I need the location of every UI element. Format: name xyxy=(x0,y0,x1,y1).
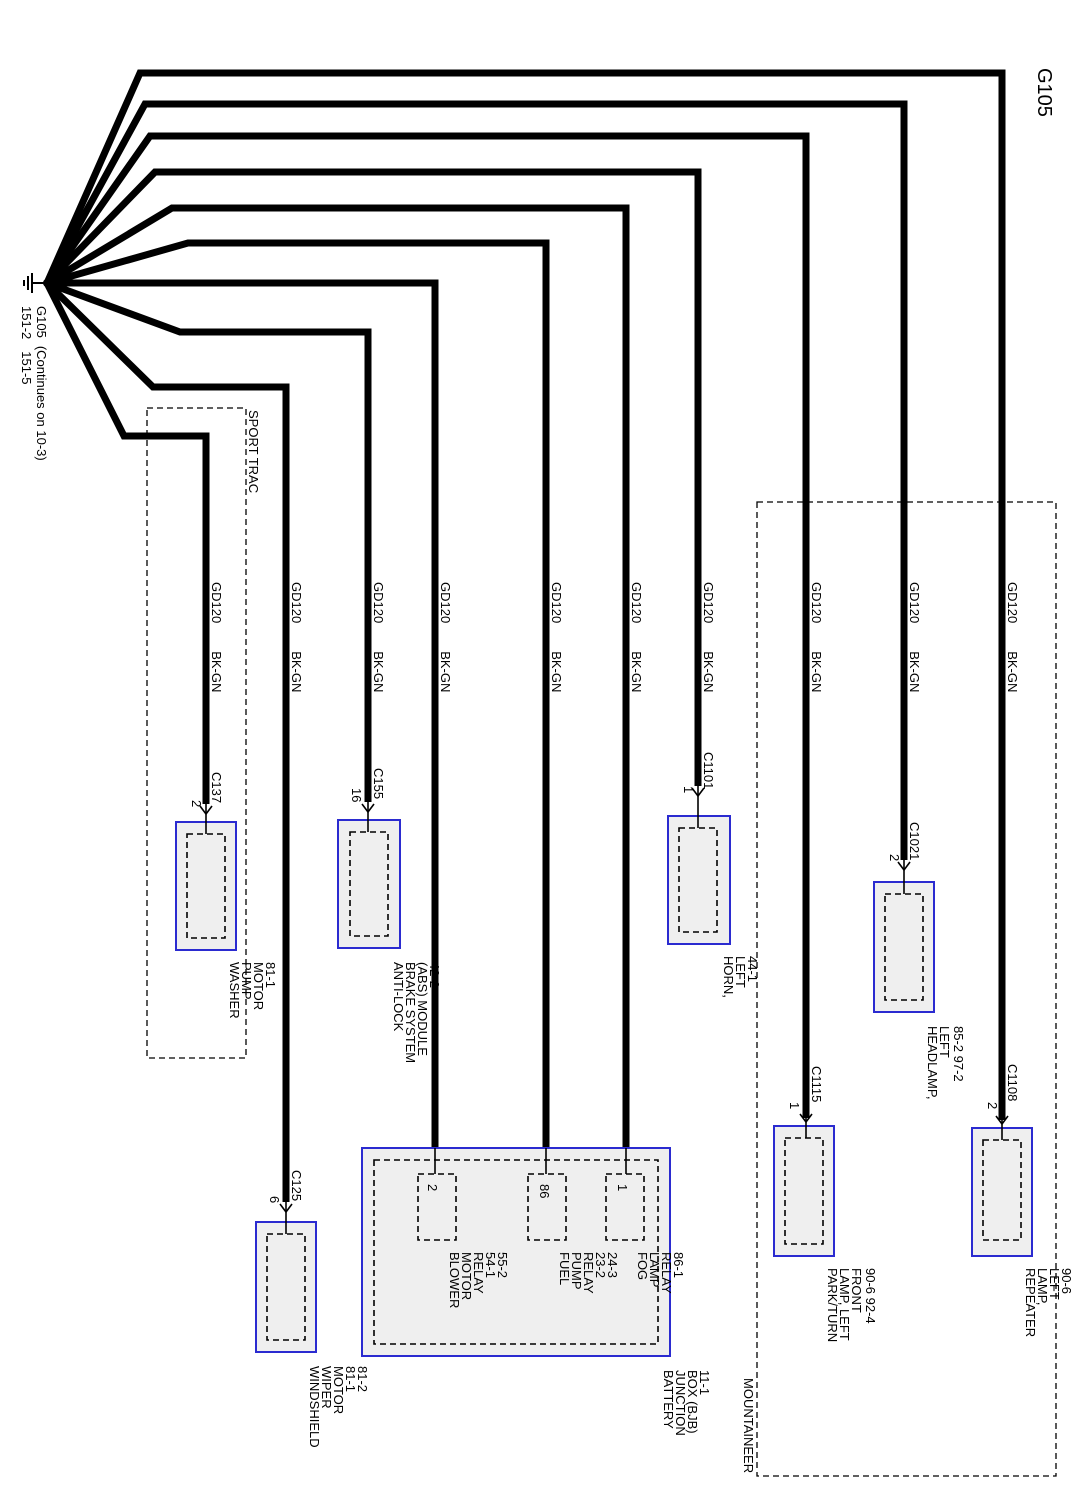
page-title: G105 xyxy=(1033,68,1055,117)
component-label: WASHER PUMP MOTOR 81-1 xyxy=(227,962,278,1022)
bjb-label: BATTERY JUNCTION BOX (BJB) 11-1 xyxy=(661,1370,712,1439)
region-sport-trac xyxy=(146,407,247,1059)
wire-label-washer: GD120BK-GN xyxy=(209,582,224,692)
pin-label: 6 xyxy=(267,1196,282,1203)
ground-note: (Continues on 10-3) xyxy=(34,346,49,461)
pin-label: 2 xyxy=(189,800,204,807)
pin-label: 2 xyxy=(887,854,902,861)
ground-ref-2: 151-5 xyxy=(19,351,34,384)
pin-label: 16 xyxy=(349,788,364,802)
wire-fuel xyxy=(46,239,550,1148)
wire-labels: GD120BK-GN GD120BK-GN GD120BK-GN GD120BK… xyxy=(209,582,1020,692)
wire-label-headlamp: GD120BK-GN xyxy=(907,582,922,692)
relay-label: FOG LAMP RELAY 86-1 xyxy=(635,1252,686,1297)
component-label: REPEATER LAMP, LEFT 90-6 xyxy=(1023,1268,1074,1341)
connector-label: C125 xyxy=(289,1170,304,1201)
wire-abs xyxy=(45,279,372,802)
wire-label-fog: GD120BK-GN xyxy=(629,582,644,692)
component-inner xyxy=(884,893,924,1001)
relay-fog-lamp: 1 FOG LAMP RELAY 86-1 xyxy=(605,1148,686,1297)
connector-arrow xyxy=(199,805,213,816)
connector-arrow xyxy=(691,787,705,798)
wire-parkturn xyxy=(44,132,810,1118)
relay-fuel-pump: 86 FUEL PUMP RELAY 23-2 24-3 xyxy=(527,1148,620,1297)
component-inner xyxy=(678,827,718,933)
component-washer-pump-motor: C137 2 WASHER PUMP MOTOR 81-1 xyxy=(175,772,278,1022)
component-label: HORN, LEFT 44-1 xyxy=(721,956,760,1002)
wire-label-parkturn: GD120BK-GN xyxy=(809,582,824,692)
connector-label: C1108 xyxy=(1005,1064,1020,1101)
relay-label: BLOWER MOTOR RELAY 54-1 55-2 xyxy=(447,1252,510,1312)
wire-label-abs: GD120BK-GN xyxy=(371,582,386,692)
relay-inner xyxy=(527,1173,567,1241)
component-label: PARK/TURN LAMP, LEFT FRONT 90-6 92-4 xyxy=(825,1268,878,1346)
relay-inner xyxy=(417,1173,457,1241)
pin-label: 1 xyxy=(681,786,696,793)
ground-symbol xyxy=(23,273,51,293)
component-windshield-wiper-motor: C125 6 WINDSHIELD WIPER MOTOR 81-1 81-2 xyxy=(255,1170,370,1451)
ground-ref-1: 151-2 xyxy=(19,306,34,339)
pin-label: 2 xyxy=(985,1102,1000,1109)
component-repeater-lamp: C1108 2 REPEATER LAMP, LEFT 90-6 xyxy=(971,1064,1074,1341)
component-inner xyxy=(186,833,226,939)
component-inner xyxy=(982,1139,1022,1241)
region-mountaineer xyxy=(756,501,1057,1477)
wire-fog xyxy=(45,204,630,1148)
ground-refs: 151-2 151-5 xyxy=(19,306,34,385)
component-inner xyxy=(784,1137,824,1245)
connector-arrow xyxy=(279,1203,293,1214)
wire-label-blower: GD120BK-GN xyxy=(438,582,453,692)
region-label-mountaineer: MOUNTAINEER xyxy=(741,1378,756,1473)
relay-inner xyxy=(605,1173,645,1241)
component-horn: C1101 1 HORN, LEFT 44-1 xyxy=(667,752,760,1002)
component-abs-module: C155 16 ANTI-LOCK BRAKE SYSTEM (ABS) MOD… xyxy=(337,768,442,1067)
component-label: ANTI-LOCK BRAKE SYSTEM (ABS) MODULE 42-2 xyxy=(391,962,442,1067)
wires xyxy=(43,69,1006,1202)
wire-blower xyxy=(47,279,439,1148)
connector-arrow xyxy=(799,1113,813,1124)
connector-label: C1101 xyxy=(701,752,716,789)
wire-label-repeater: GD120BK-GN xyxy=(1005,582,1020,692)
component-label: HEADLAMP, LEFT 85-2 97-2 xyxy=(925,1026,966,1103)
pin-label: 1 xyxy=(615,1184,630,1191)
relay-blower-motor: 2 BLOWER MOTOR RELAY 54-1 55-2 xyxy=(417,1148,510,1312)
wire-repeater xyxy=(43,69,1006,1120)
wire-horn xyxy=(44,168,702,786)
component-inner xyxy=(349,831,389,937)
component-headlamp: C1021 2 HEADLAMP, LEFT 85-2 97-2 xyxy=(873,822,966,1103)
component-label: WINDSHIELD WIPER MOTOR 81-1 81-2 xyxy=(307,1366,370,1451)
wire-washer xyxy=(43,281,210,804)
region-label-sport-trac: SPORT TRAC xyxy=(246,410,261,493)
connector-label: C155 xyxy=(371,768,386,799)
wire-label-fuel: GD120BK-GN xyxy=(549,582,564,692)
relay-label: FUEL PUMP RELAY 23-2 24-3 xyxy=(557,1252,620,1297)
ground-label: G105 (Continues on 10-3) xyxy=(34,306,49,461)
connector-label: C1021 xyxy=(907,822,922,860)
connector-label: C1115 xyxy=(809,1066,824,1102)
wire-wiper xyxy=(44,280,290,1202)
component-battery-junction-box: BATTERY JUNCTION BOX (BJB) 11-1 1 FOG LA… xyxy=(361,1147,712,1439)
wire-headlamp xyxy=(43,100,908,860)
component-inner xyxy=(266,1233,306,1341)
pin-label: 86 xyxy=(537,1184,552,1198)
pin-label: 1 xyxy=(787,1102,802,1109)
wire-label-horn: GD120BK-GN xyxy=(701,582,716,692)
connector-arrow xyxy=(361,803,375,814)
ground-id: G105 xyxy=(34,306,49,338)
connector-arrow xyxy=(897,861,911,872)
pin-label: 2 xyxy=(425,1184,440,1191)
connector-label: C137 xyxy=(209,772,224,803)
component-park-turn-lamp: C1115 1 PARK/TURN LAMP, LEFT FRONT 90-6 … xyxy=(773,1066,878,1346)
connector-arrow xyxy=(995,1115,1009,1126)
wire-label-wiper: GD120BK-GN xyxy=(289,582,304,692)
